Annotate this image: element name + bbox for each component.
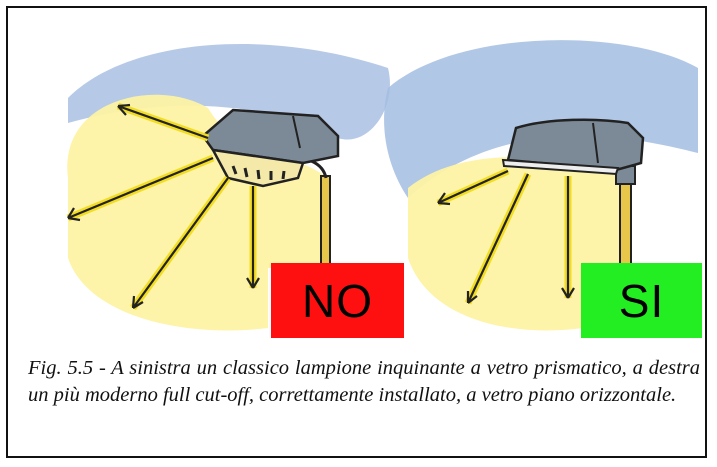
streetlamp-prismatic-glass-icon — [201, 108, 340, 188]
badge-si-label: SI — [618, 274, 665, 327]
figure-caption: Fig. 5.5 - A sinistra un classico lampio… — [28, 357, 700, 406]
badge-no: NO — [271, 263, 404, 338]
figure-frame: NO SI Fig. 5.5 - A sinistra un classico … — [6, 6, 707, 458]
sky-right — [384, 40, 698, 198]
rays-right — [436, 167, 575, 305]
streetlamp-illustration — [38, 28, 698, 348]
badge-no-label: NO — [302, 274, 373, 327]
badge-si: SI — [581, 263, 702, 338]
streetlamp-full-cutoff-icon — [501, 118, 645, 176]
rays-left — [66, 102, 260, 311]
